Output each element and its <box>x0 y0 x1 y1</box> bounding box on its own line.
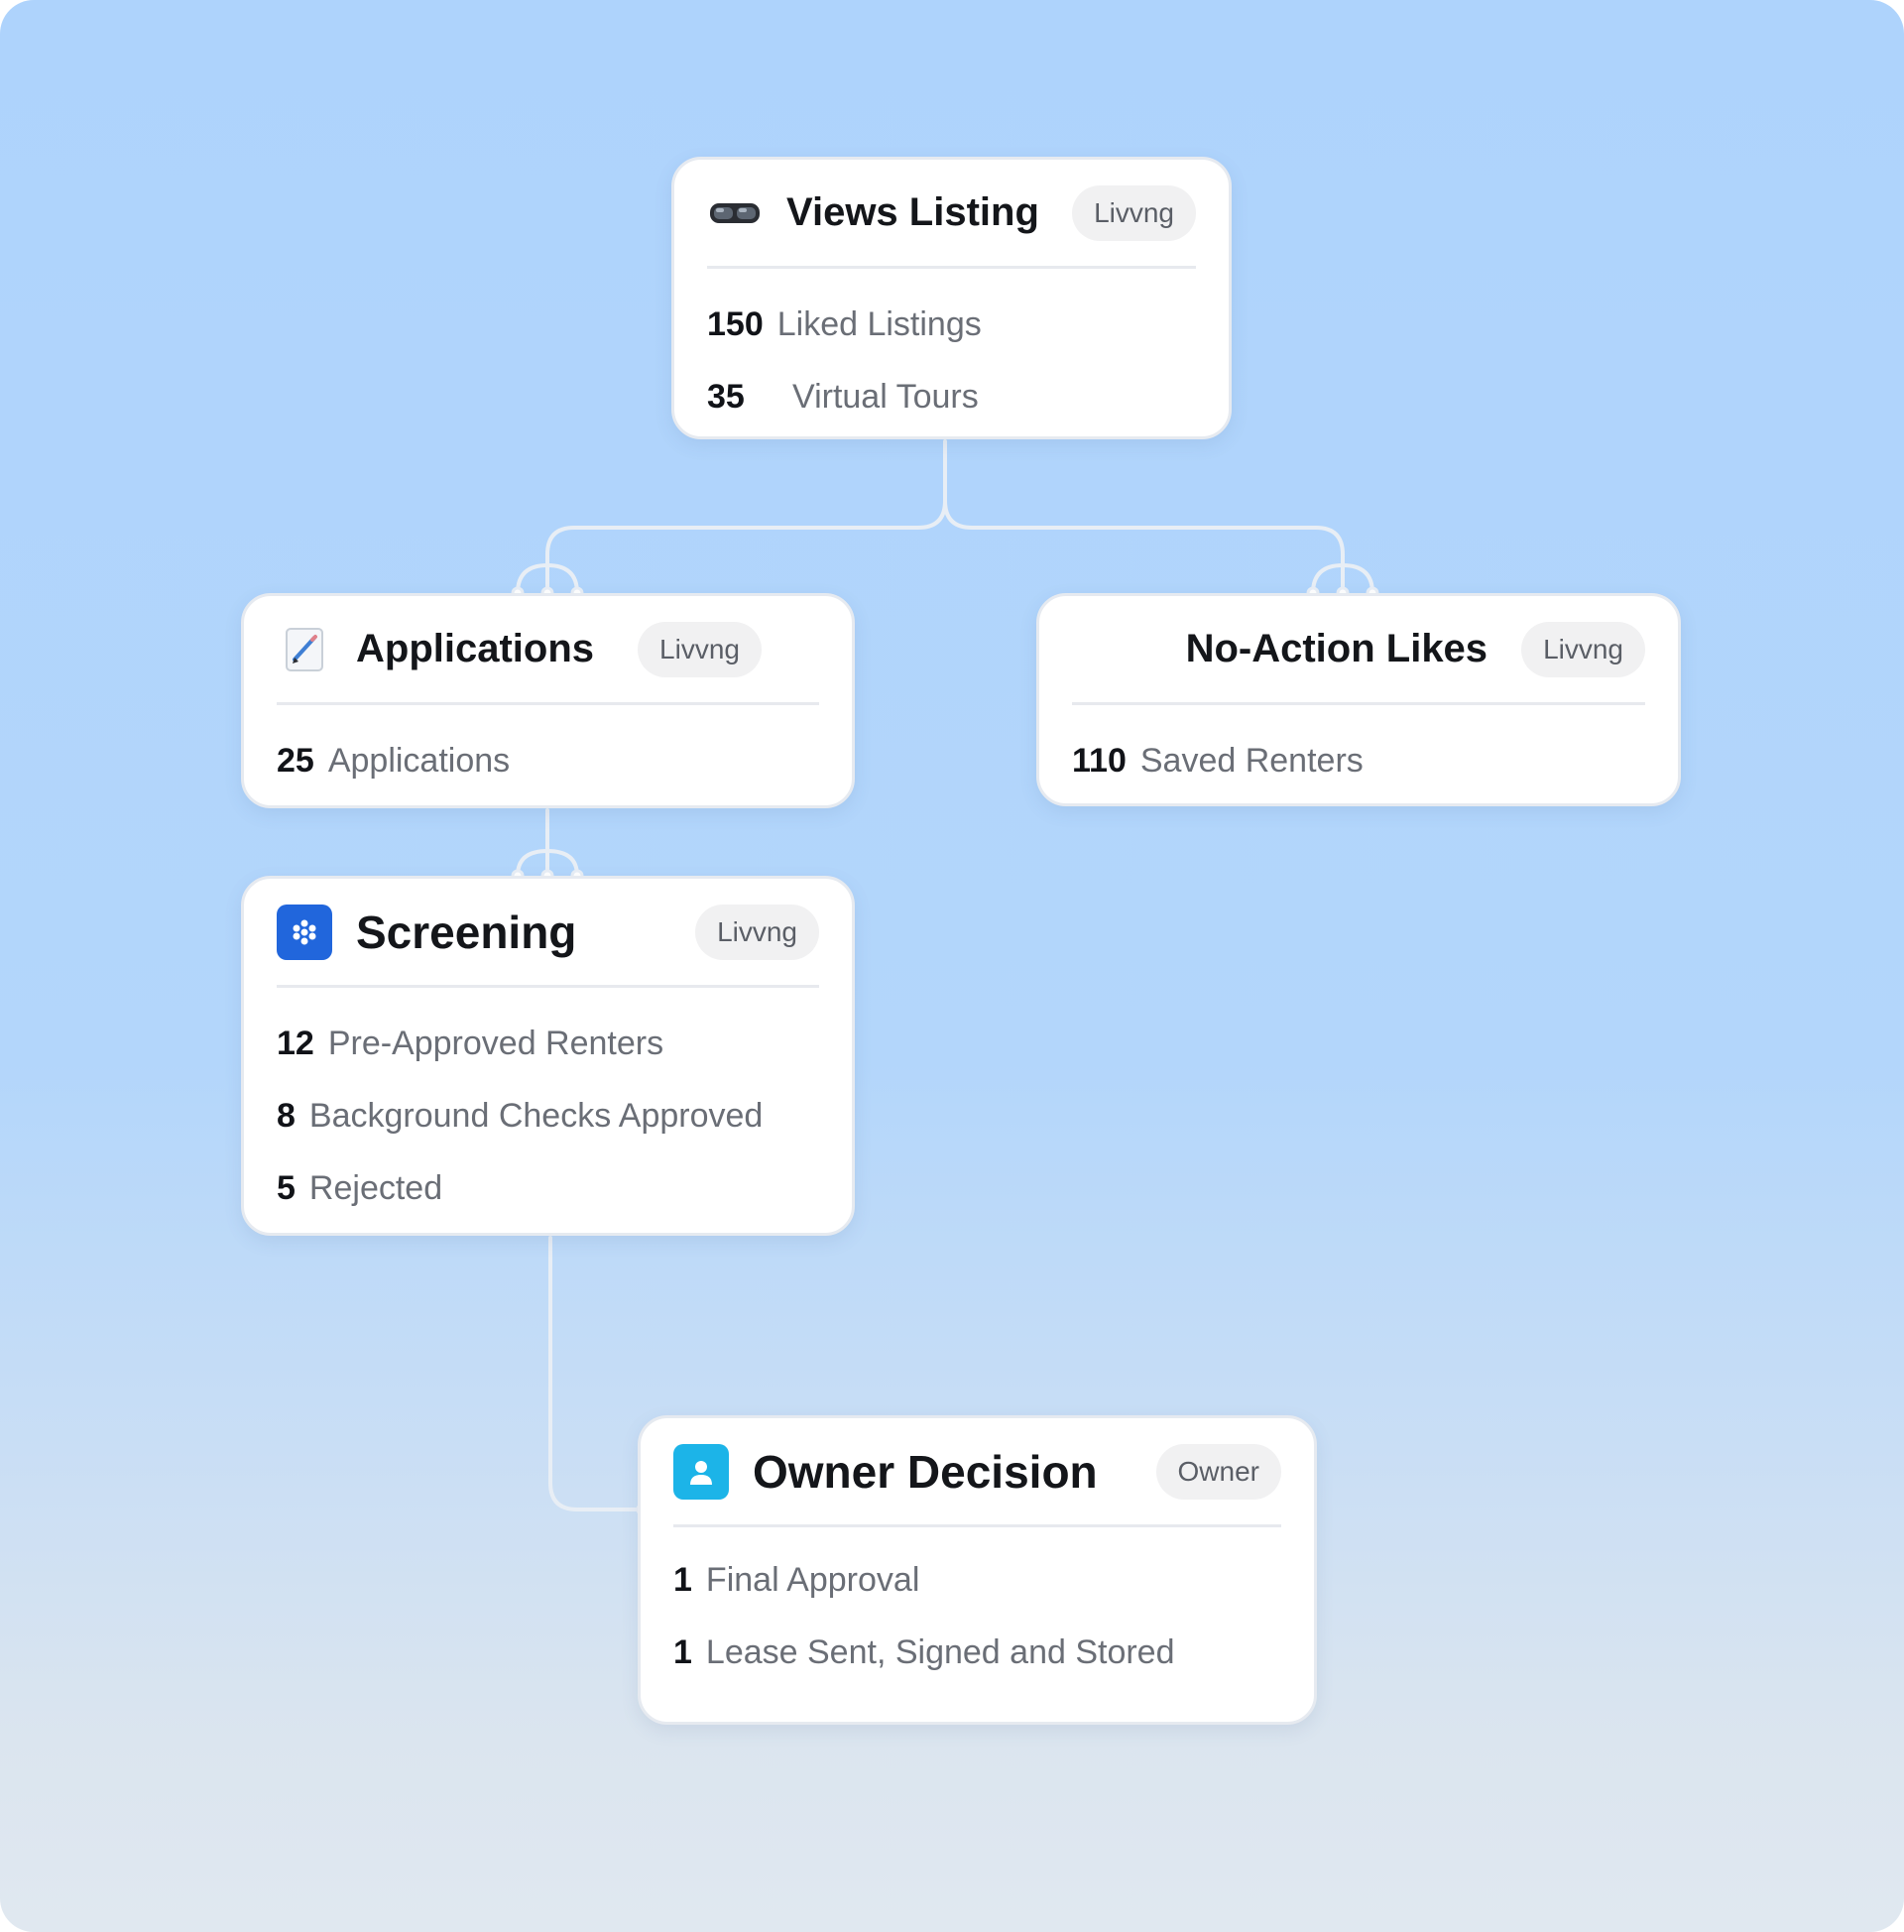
metric-row: 8 Background Checks Approved <box>277 1080 819 1152</box>
card-header: Applications Livvng <box>277 596 819 705</box>
owner-badge: Livvng <box>638 621 762 677</box>
metric-label: Background Checks Approved <box>308 1097 764 1135</box>
metric-row: 35 Virtual Tours <box>707 361 1196 433</box>
metric-row: 5 Rejected <box>277 1152 819 1225</box>
metric-value: 8 <box>277 1097 296 1135</box>
metric-label: Pre-Approved Renters <box>327 1025 664 1062</box>
card-header: Owner Decision Owner <box>673 1418 1281 1527</box>
metric-label: Final Approval <box>705 1561 920 1599</box>
node-title: Views Listing <box>786 190 1039 234</box>
metric-value: 5 <box>277 1169 296 1207</box>
edge-views-applications <box>545 439 947 597</box>
node-screening[interactable]: Screening Livvng 12 Pre-Approved Renters… <box>241 876 855 1236</box>
owner-badge: Livvng <box>1072 184 1196 241</box>
metric-label: Virtual Tours <box>792 378 979 416</box>
metric-value: 1 <box>673 1633 692 1671</box>
metric-row: 110 Saved Renters <box>1072 725 1645 797</box>
metric-value: 1 <box>673 1561 692 1599</box>
node-views-listing[interactable]: Views Listing Livvng 150 Liked Listings … <box>671 157 1232 439</box>
node-applications[interactable]: Applications Livvng 25 Applications <box>241 593 855 808</box>
metric-label: Liked Listings <box>776 305 982 343</box>
node-title: No-Action Likes <box>1185 627 1488 670</box>
person-icon <box>673 1443 729 1500</box>
metric-row: 12 Pre-Approved Renters <box>277 1008 819 1080</box>
metric-label: Applications <box>327 742 511 780</box>
owner-badge: Owner <box>1155 1443 1281 1500</box>
metric-label: Saved Renters <box>1139 742 1364 780</box>
node-title: Screening <box>356 906 577 958</box>
node-owner-decision[interactable]: Owner Decision Owner 1 Final Approval 1 … <box>638 1415 1317 1725</box>
vr-goggles-icon <box>707 185 763 241</box>
metric-row: 1 Lease Sent, Signed and Stored <box>673 1617 1281 1689</box>
metric-value: 110 <box>1072 742 1127 780</box>
metric-value: 35 <box>707 378 745 416</box>
metric-row: 25 Applications <box>277 725 819 797</box>
owner-badge: Livvng <box>1521 621 1645 677</box>
metric-row: 150 Liked Listings <box>707 289 1196 361</box>
metric-value: 150 <box>707 305 764 343</box>
card-header: Views Listing Livvng <box>707 160 1196 269</box>
node-title: Applications <box>356 627 595 670</box>
metric-label: Rejected <box>308 1169 443 1207</box>
node-no-action-likes[interactable]: No-Action Likes Livvng 110 Saved Renters <box>1036 593 1681 806</box>
metric-value: 25 <box>277 742 314 780</box>
owner-badge: Livvng <box>695 904 819 960</box>
metric-value: 12 <box>277 1025 314 1062</box>
metric-row: 1 Final Approval <box>673 1544 1281 1617</box>
card-header: No-Action Likes Livvng <box>1072 596 1645 705</box>
dots-cluster-icon <box>277 904 332 960</box>
pencil-document-icon <box>277 622 332 677</box>
edge-views-no-action <box>943 499 1345 597</box>
edge-screening-owner <box>548 1236 645 1511</box>
card-header: Screening Livvng <box>277 879 819 988</box>
node-title: Owner Decision <box>753 1445 1098 1498</box>
metric-label: Lease Sent, Signed and Stored <box>705 1633 1175 1671</box>
